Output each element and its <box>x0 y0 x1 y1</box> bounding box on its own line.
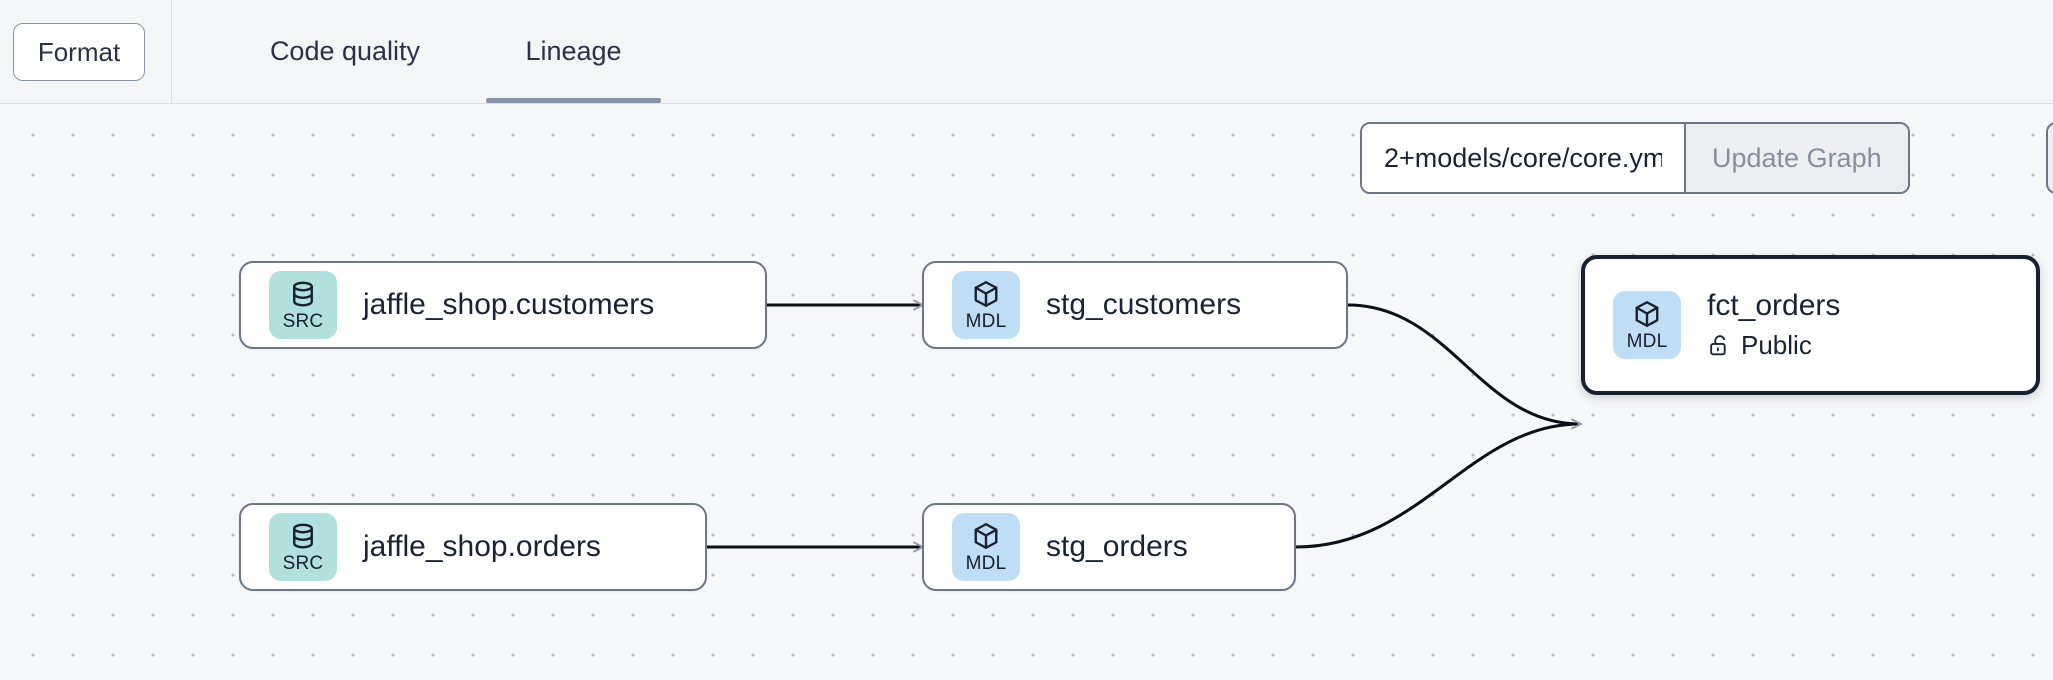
update-graph-button[interactable]: Update Graph <box>1684 124 1908 192</box>
node-title: stg_customers <box>1046 287 1242 321</box>
node-body: stg_customers <box>1046 288 1241 323</box>
format-button-zone: Format <box>0 0 172 103</box>
lineage-node-stg-orders[interactable]: MDL stg_orders <box>922 503 1296 591</box>
node-title: stg_orders <box>1046 529 1188 563</box>
node-title: jaffle_shop.customers <box>363 287 655 321</box>
node-body: fct_orders Public <box>1707 289 1840 361</box>
unlock-icon <box>1710 334 1726 356</box>
node-body: jaffle_shop.orders <box>363 530 601 565</box>
edge-stg-orders-to-fct-orders <box>1295 418 1582 549</box>
lineage-canvas[interactable]: SRC jaffle_shop.customers MDL stg_custom… <box>0 104 2053 680</box>
model-badge: MDL <box>952 271 1020 339</box>
lineage-node-jaffle-shop-customers[interactable]: SRC jaffle_shop.customers <box>239 261 767 349</box>
edge-stg-customers-to-fct-orders <box>1347 303 1582 430</box>
lineage-node-jaffle-shop-orders[interactable]: SRC jaffle_shop.orders <box>239 503 707 591</box>
cube-icon <box>974 523 998 549</box>
source-badge: SRC <box>269 513 337 581</box>
node-title: fct_orders <box>1707 289 1841 323</box>
badge-label: MDL <box>965 553 1007 574</box>
model-badge: MDL <box>1613 291 1681 359</box>
badge-label: MDL <box>965 311 1007 332</box>
graph-overflow-control[interactable] <box>2046 122 2053 194</box>
badge-label: SRC <box>282 311 324 332</box>
badge-label: SRC <box>282 553 324 574</box>
badge-label: MDL <box>1626 331 1668 352</box>
top-toolbar: Format Code quality Lineage <box>0 0 2053 104</box>
model-badge: MDL <box>952 513 1020 581</box>
tab-bar: Code quality Lineage <box>172 0 661 103</box>
node-body: jaffle_shop.customers <box>363 288 654 323</box>
cube-icon <box>1635 301 1659 327</box>
tab-lineage[interactable]: Lineage <box>486 0 661 103</box>
graph-selector-input[interactable] <box>1362 124 1684 192</box>
cube-icon <box>974 281 998 307</box>
node-visibility-label: Public <box>1741 329 1812 360</box>
graph-selector-group: Update Graph <box>1360 122 1910 194</box>
lineage-node-stg-customers[interactable]: MDL stg_customers <box>922 261 1348 349</box>
node-visibility: Public <box>1707 330 1840 361</box>
node-body: stg_orders <box>1046 530 1188 565</box>
source-badge: SRC <box>269 271 337 339</box>
tab-code-quality[interactable]: Code quality <box>269 36 421 66</box>
format-button[interactable]: Format <box>13 22 145 81</box>
database-icon <box>293 281 313 307</box>
node-title: jaffle_shop.orders <box>363 529 601 563</box>
database-icon <box>293 523 313 549</box>
lineage-node-fct-orders[interactable]: MDL fct_orders Public <box>1581 255 2040 395</box>
